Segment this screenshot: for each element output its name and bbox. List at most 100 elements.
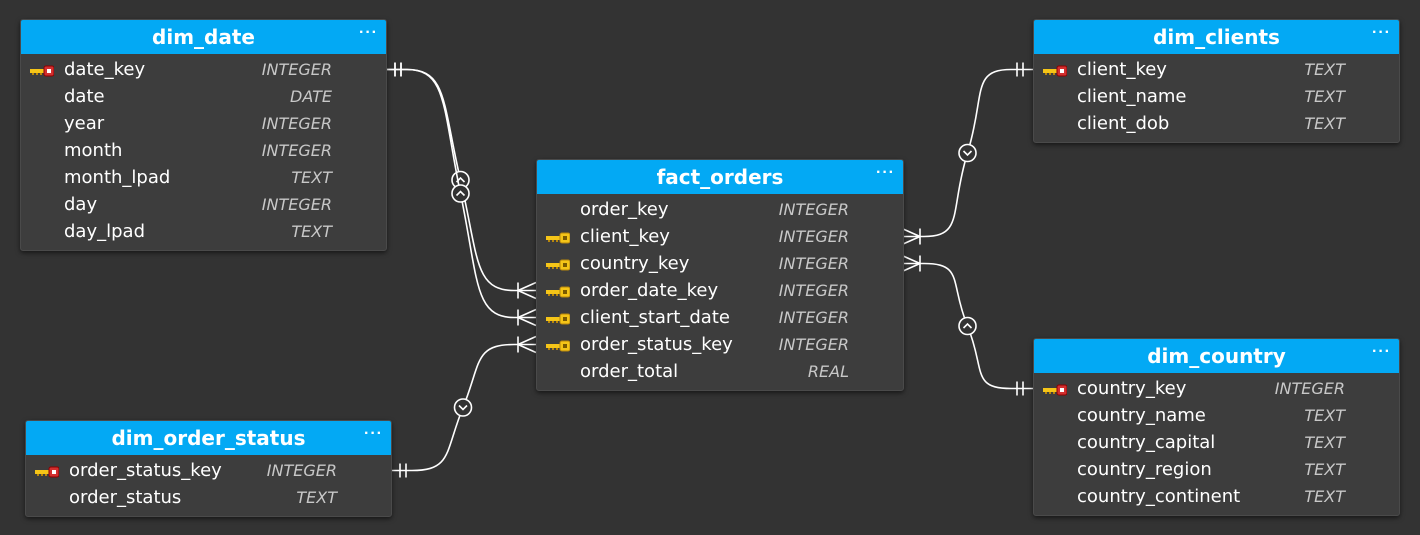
column-type: TEXT [1304, 433, 1345, 452]
column-type: TEXT [1304, 487, 1345, 506]
table-header[interactable]: dim_order_status··· [26, 421, 391, 455]
column-type: INTEGER [261, 141, 332, 160]
column-name: client_dob [1077, 113, 1170, 134]
column-type: TEXT [1304, 460, 1345, 479]
column-row[interactable]: client_key TEXT [1034, 56, 1399, 83]
column-type: INTEGER [261, 60, 332, 79]
relationship-dim-country-to-fact-orders[interactable] [901, 254, 1033, 396]
column-name: day [64, 194, 98, 215]
table-title: dim_clients [1153, 25, 1280, 49]
column-row[interactable]: month INTEGER [21, 137, 386, 164]
column-name: order_status [69, 487, 182, 508]
column-type: INTEGER [778, 281, 849, 300]
column-type: DATE [290, 87, 332, 106]
ellipsis-icon[interactable]: ··· [364, 425, 383, 442]
table-header[interactable]: fact_orders ··· [537, 160, 903, 194]
column-row[interactable]: order_status TEXT [26, 484, 391, 511]
primary-key-icon [1043, 64, 1068, 77]
primary-key-icon [1043, 383, 1068, 396]
relationship-dim-date-to-fact-orders[interactable] [385, 62, 537, 327]
column-type: INTEGER [778, 227, 849, 246]
foreign-key-icon [546, 312, 571, 325]
ellipsis-icon[interactable]: ··· [359, 24, 378, 41]
primary-key-icon [30, 64, 55, 77]
column-row[interactable]: day_lpad TEXT [21, 218, 386, 245]
table-header[interactable]: dim_country··· [1034, 339, 1399, 373]
ellipsis-icon[interactable]: ··· [1372, 24, 1391, 41]
table-header[interactable]: dim_date··· [21, 20, 386, 54]
table-dim-order-status[interactable]: dim_order_status··· order_status_key INTEG… [25, 420, 392, 517]
column-row[interactable]: date_key INTEGER [21, 56, 386, 83]
column-name: client_start_date [580, 307, 730, 328]
column-row[interactable]: country_region TEXT [1034, 456, 1399, 483]
column-type: TEXT [291, 222, 332, 241]
relationship-dim-date-to-fact-orders[interactable] [385, 62, 537, 300]
table-header[interactable]: dim_clients ··· [1034, 20, 1399, 54]
column-name: client_key [1077, 59, 1167, 80]
column-name: country_region [1077, 459, 1212, 480]
column-row[interactable]: client_dob TEXT [1034, 110, 1399, 137]
column-name: order_status_key [69, 460, 222, 481]
column-name: order_total [580, 361, 679, 382]
foreign-key-icon [546, 258, 571, 271]
foreign-key-icon [546, 285, 571, 298]
foreign-key-icon [546, 231, 571, 244]
column-row[interactable]: date DATE [21, 83, 386, 110]
relationship-dim-clients-to-fact-orders[interactable] [901, 62, 1033, 246]
column-type: TEXT [1304, 114, 1345, 133]
ellipsis-icon[interactable]: ··· [876, 164, 895, 181]
column-type: TEXT [1304, 60, 1345, 79]
column-type: INTEGER [778, 308, 849, 327]
column-name: month [64, 140, 123, 161]
column-type: TEXT [1304, 406, 1345, 425]
column-name: day_lpad [64, 221, 145, 242]
column-row[interactable]: client_start_date INTEGER [537, 304, 903, 331]
column-row[interactable]: country_key INTEGER [1034, 375, 1399, 402]
column-name: date_key [64, 59, 146, 80]
column-name: order_key [580, 199, 669, 220]
column-row[interactable]: month_lpad TEXT [21, 164, 386, 191]
relationship-dim-order-status-to-fact-orders[interactable] [390, 335, 537, 478]
column-name: client_name [1077, 86, 1187, 107]
column-row[interactable]: country_name TEXT [1034, 402, 1399, 429]
column-name: client_key [580, 226, 670, 247]
column-name: date [64, 86, 105, 107]
column-type: INTEGER [261, 114, 332, 133]
column-row[interactable]: day INTEGER [21, 191, 386, 218]
column-type: TEXT [1304, 87, 1345, 106]
column-type: INTEGER [778, 335, 849, 354]
table-columns: order_status_key INTEGER order_status TEXT [26, 455, 391, 516]
ellipsis-icon[interactable]: ··· [1372, 343, 1391, 360]
column-type: INTEGER [1274, 379, 1345, 398]
column-type: INTEGER [266, 461, 337, 480]
table-title: fact_orders [656, 165, 784, 189]
column-row[interactable]: order_status_key INTEGER [26, 457, 391, 484]
column-type: INTEGER [261, 195, 332, 214]
column-row[interactable]: client_name TEXT [1034, 83, 1399, 110]
column-name: month_lpad [64, 167, 171, 188]
foreign-key-icon [546, 339, 571, 352]
column-name: country_key [1077, 378, 1187, 399]
column-row[interactable]: client_key INTEGER [537, 223, 903, 250]
column-name: country_name [1077, 405, 1206, 426]
column-type: TEXT [291, 168, 332, 187]
primary-key-icon [35, 465, 60, 478]
column-type: TEXT [296, 488, 337, 507]
